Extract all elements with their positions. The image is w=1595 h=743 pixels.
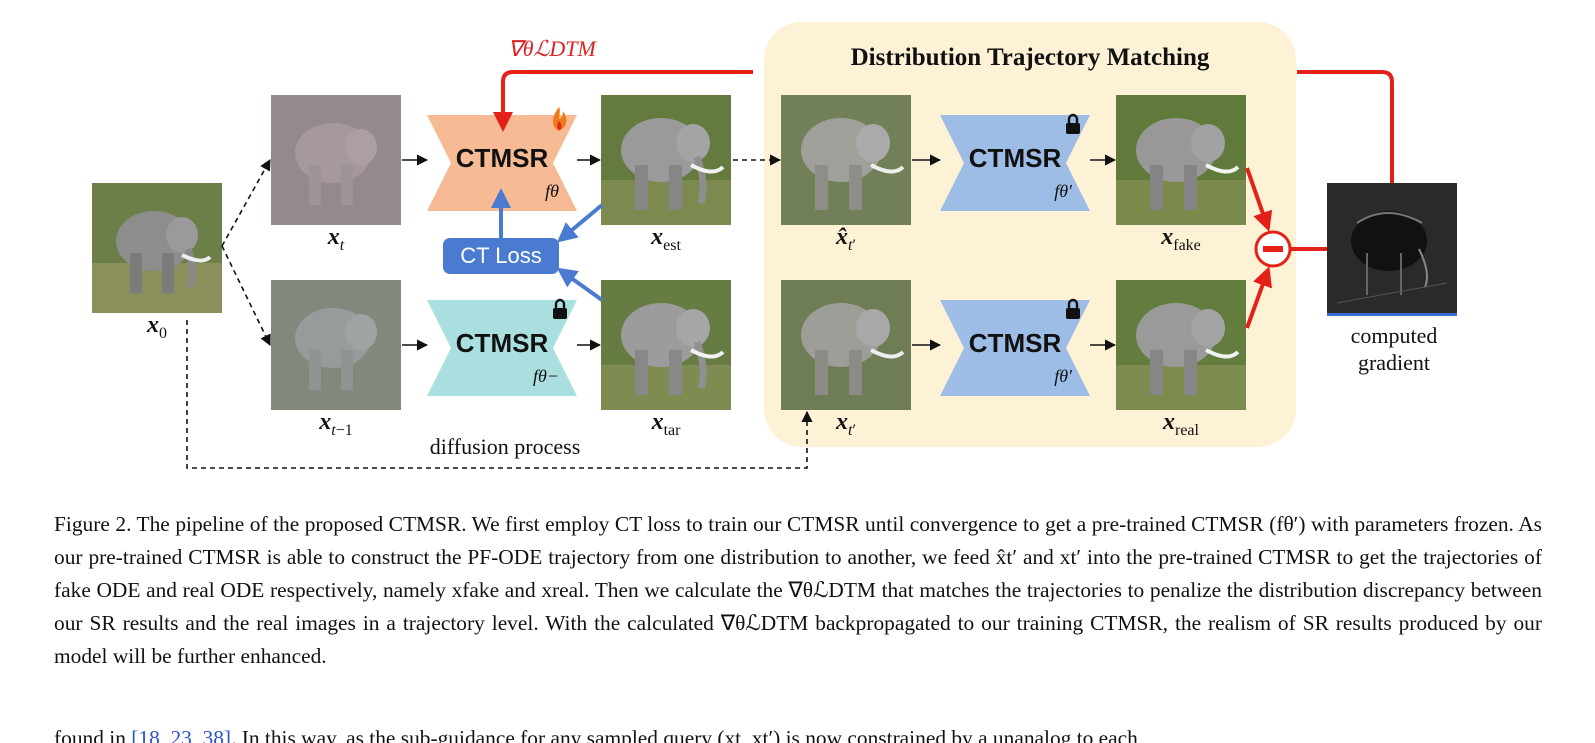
image-computed-gradient bbox=[1327, 183, 1457, 316]
citation-link[interactable]: [18, 23, 38] bbox=[131, 726, 232, 743]
network-shape bbox=[427, 115, 577, 211]
network-ctmsr-real: CTMSR fθ′ bbox=[940, 288, 1090, 408]
dtm-gradient-label: ∇θℒDTM bbox=[508, 36, 596, 61]
label-xest: xest bbox=[651, 224, 681, 254]
image-xtar bbox=[601, 280, 731, 410]
ct-loss-box: CT Loss bbox=[443, 238, 559, 274]
lock-icon bbox=[1066, 298, 1080, 319]
image-xreal bbox=[1116, 280, 1246, 410]
network-ctmsr-train: CTMSR fθ bbox=[427, 103, 577, 223]
image-x0 bbox=[92, 183, 222, 313]
label-xhat-tprime: x̂t′ bbox=[836, 224, 856, 254]
computed-gradient-label: computed gradient bbox=[1350, 323, 1438, 375]
network-ctmsr-fake: CTMSR fθ′ bbox=[940, 103, 1090, 223]
label-x0: x0 bbox=[147, 312, 167, 342]
image-xhat-tprime bbox=[781, 95, 911, 225]
figure-caption: Figure 2. The pipeline of the proposed C… bbox=[54, 512, 1542, 668]
arrow-x0-to-xt bbox=[221, 159, 271, 247]
pipeline-figure: Distribution Trajectory Matching x0 xt x… bbox=[92, 22, 1457, 469]
image-x-tprime bbox=[781, 280, 911, 410]
label-xtar: xtar bbox=[651, 409, 681, 439]
arrow-x0-to-xt-1 bbox=[221, 245, 271, 347]
dtm-title: Distribution Trajectory Matching bbox=[850, 44, 1210, 71]
image-xest bbox=[601, 95, 731, 225]
label-xreal: xreal bbox=[1163, 409, 1199, 439]
label-xt: xt bbox=[327, 224, 345, 254]
lock-icon bbox=[1066, 113, 1080, 134]
label-xfake: xfake bbox=[1161, 224, 1201, 254]
image-xfake bbox=[1116, 95, 1246, 225]
image-xt bbox=[271, 95, 401, 225]
diffusion-process-label: diffusion process bbox=[429, 434, 581, 459]
arrow-gradient-up bbox=[1297, 70, 1394, 183]
label-x-tprime: xt′ bbox=[836, 409, 856, 439]
truncated-body-line: found in [18, 23, 38]. In this way, as t… bbox=[54, 722, 1542, 743]
image-xt-minus-1 bbox=[271, 280, 401, 410]
label-xt-minus-1: xt−1 bbox=[319, 409, 353, 439]
network-ctmsr-target: CTMSR fθ− bbox=[427, 288, 577, 408]
